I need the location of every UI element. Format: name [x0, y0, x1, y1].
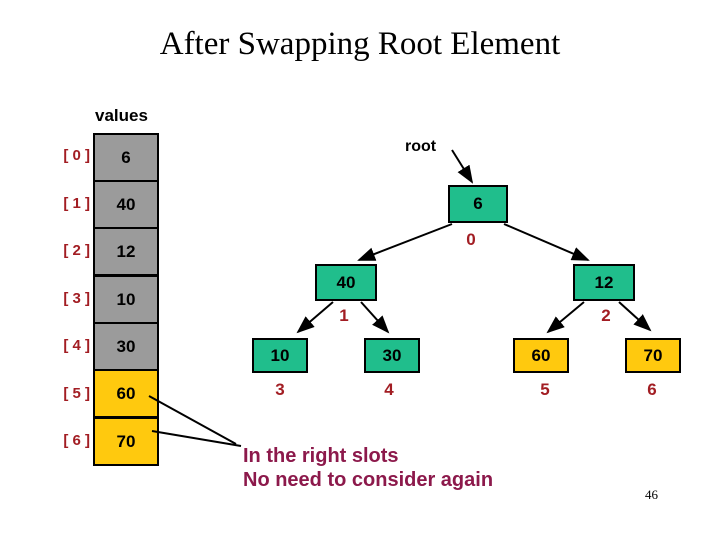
- tree-node-6: 6: [448, 185, 508, 223]
- annotation-line-1: In the right slots: [243, 445, 399, 467]
- slide-title: After Swapping Root Element: [159, 26, 561, 62]
- array-cell-5: 60: [93, 369, 159, 418]
- array-cell-1: 40: [93, 180, 159, 229]
- edge-12-60: [546, 301, 585, 334]
- edge-root-right: [503, 223, 590, 261]
- array-index-5: [ 5 ]: [63, 385, 90, 402]
- edge-40-30: [360, 301, 390, 334]
- tree-node-70: 70: [625, 338, 681, 373]
- edge-12-70: [618, 301, 652, 332]
- array-values-label: values: [95, 106, 148, 125]
- array-cell-3: 10: [93, 275, 159, 324]
- array-cell-6: 70: [93, 417, 159, 466]
- tree-node-60: 60: [513, 338, 569, 373]
- root-label: root: [405, 138, 437, 155]
- array-index-0: [ 0 ]: [63, 147, 90, 164]
- edge-40-10: [296, 301, 334, 334]
- array-index-3: [ 3 ]: [63, 290, 90, 307]
- tree-index-1: 1: [339, 306, 349, 325]
- array-index-6: [ 6 ]: [63, 432, 90, 449]
- tree-node-12: 12: [573, 264, 635, 301]
- tree-index-6: 6: [647, 380, 657, 399]
- array-cell-0: 6: [93, 133, 159, 182]
- array-index-2: [ 2 ]: [63, 242, 90, 259]
- edge-root-left: [357, 223, 453, 261]
- tree-node-30: 30: [364, 338, 420, 373]
- tree-index-4: 4: [384, 380, 394, 399]
- array-cell-2: 12: [93, 227, 159, 276]
- callout-line-60: [148, 395, 237, 445]
- array-index-1: [ 1 ]: [63, 195, 90, 212]
- page-number: 46: [645, 487, 658, 502]
- tree-index-0: 0: [466, 230, 476, 249]
- callout-line-70: [151, 430, 242, 447]
- array-cell-4: 30: [93, 322, 159, 371]
- annotation-line-2: No need to consider again: [243, 469, 494, 491]
- tree-index-5: 5: [540, 380, 550, 399]
- tree-index-3: 3: [275, 380, 285, 399]
- tree-node-40: 40: [315, 264, 377, 301]
- root-pointer-arrow: [451, 149, 474, 184]
- tree-index-2: 2: [601, 306, 611, 325]
- array-index-4: [ 4 ]: [63, 337, 90, 354]
- annotation-text: In the right slots No need to consider a…: [243, 444, 493, 492]
- tree-node-10: 10: [252, 338, 308, 373]
